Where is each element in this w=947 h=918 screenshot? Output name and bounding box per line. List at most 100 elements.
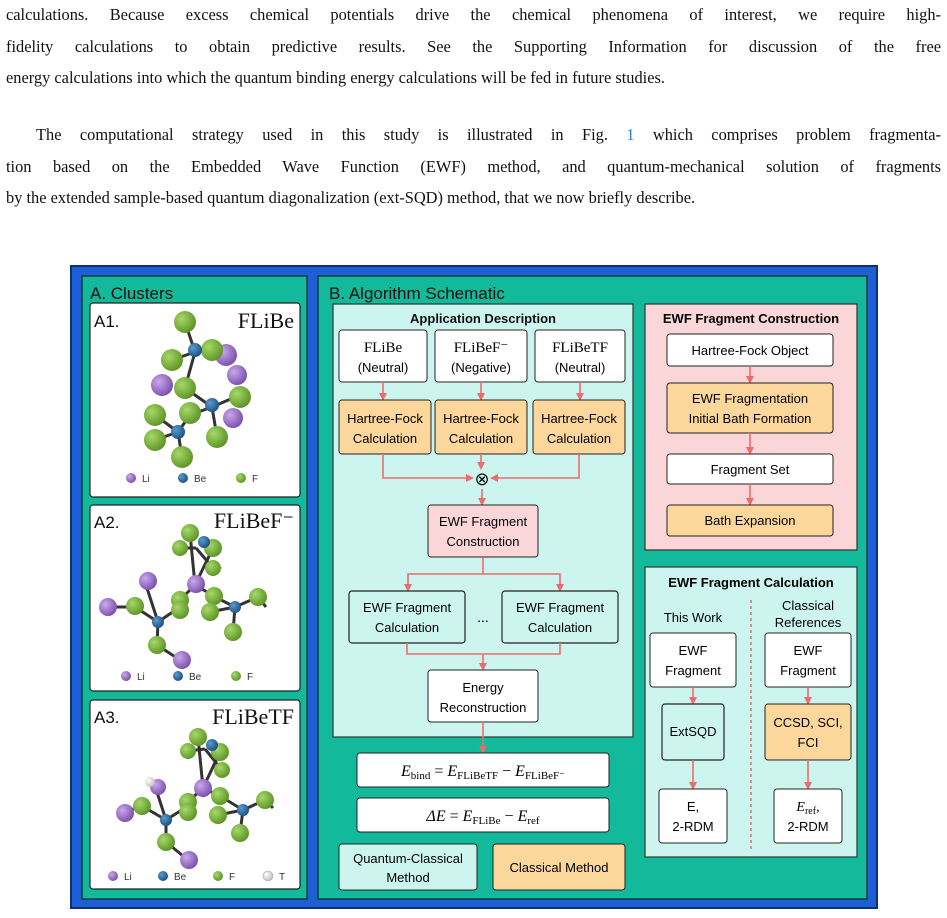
result-label: 2-RDM bbox=[787, 819, 828, 834]
ellipsis: ... bbox=[477, 609, 489, 625]
result-box-right bbox=[773, 788, 843, 844]
system-name: FLiBeTF bbox=[552, 340, 608, 356]
system-charge: (Neutral) bbox=[555, 360, 606, 375]
legend-li: Li bbox=[137, 672, 145, 683]
result-label: E, bbox=[687, 799, 699, 814]
legend-f: F bbox=[252, 474, 258, 485]
hf-label: Calculation bbox=[547, 431, 611, 446]
application-title: Application Description bbox=[410, 311, 556, 326]
cluster-a1-legend: Li Be F bbox=[126, 473, 258, 485]
legend-quantum-label: Method bbox=[386, 870, 429, 885]
system-name: FLiBe bbox=[364, 340, 403, 356]
hf-label: Hartree-Fock bbox=[541, 411, 617, 426]
bath-expansion-box bbox=[666, 504, 834, 537]
clusters-panel: A. Clusters A1. FLiBe bbox=[81, 275, 308, 900]
system-charge: (Neutral) bbox=[358, 360, 409, 375]
binding-energy-equation bbox=[356, 752, 610, 788]
paragraph-2-line: by the extended sample-based quantum dia… bbox=[6, 188, 696, 207]
ewf-calculation-box bbox=[501, 590, 619, 644]
fragment-label: Fragment bbox=[780, 663, 836, 678]
paragraph-1-line: fidelity calculations to obtain predicti… bbox=[6, 36, 941, 56]
ewf-calc-label: EWF Fragment bbox=[516, 600, 605, 615]
fragment-set-label: Fragment Set bbox=[711, 462, 790, 477]
cluster-a2-molecule bbox=[99, 524, 268, 669]
calculation-title: EWF Fragment Calculation bbox=[668, 575, 833, 590]
legend-classical-label: Classical Method bbox=[510, 860, 609, 875]
legend-quantum-label: Quantum-Classical bbox=[353, 851, 463, 866]
result-label: 2-RDM bbox=[672, 819, 713, 834]
legend-t: T bbox=[279, 872, 285, 883]
paragraph-2-line: tion based on the Embedded Wave Function… bbox=[6, 156, 941, 176]
ewf-construction-box bbox=[427, 504, 539, 558]
paragraph-1-line: energy calculations into which the quant… bbox=[6, 68, 665, 87]
paragraph-2-line: The computational strategy used in this … bbox=[36, 125, 941, 144]
cluster-a1-molecule bbox=[144, 311, 251, 468]
ewf-calc-label: Calculation bbox=[528, 620, 592, 635]
legend-classical bbox=[492, 843, 626, 891]
cluster-a2-card bbox=[89, 504, 301, 692]
legend-be: Be bbox=[189, 672, 202, 683]
paragraph-1: calculations. Because excess chemical po… bbox=[6, 0, 941, 94]
hartree-fock-box bbox=[338, 399, 432, 455]
ewf-construction-label: Construction bbox=[447, 534, 520, 549]
fragment-box-right bbox=[764, 632, 852, 688]
fragmentation-label: Initial Bath Formation bbox=[689, 411, 812, 426]
legend-f: F bbox=[247, 672, 253, 683]
clusters-title: A. Clusters bbox=[90, 284, 173, 303]
combine-symbol: ⊗ bbox=[474, 469, 489, 489]
hf-object-label: Hartree-Fock Object bbox=[691, 343, 808, 358]
classical-references-label: References bbox=[775, 615, 842, 630]
paragraph-1-line: calculations. Because excess chemical po… bbox=[6, 5, 941, 24]
classical-references-label: Classical bbox=[782, 598, 834, 613]
ewf-calc-label: EWF Fragment bbox=[363, 600, 452, 615]
legend-li: Li bbox=[124, 872, 132, 883]
algorithm-panel: B. Algorithm Schematic Application Descr… bbox=[317, 275, 868, 900]
equation-bind-text: Ebind = EFLiBeTF − EFLiBeF⁻ bbox=[400, 763, 565, 782]
paragraph-2: The computational strategy used in this … bbox=[6, 119, 941, 214]
cluster-a2-legend: Li Be F bbox=[121, 671, 253, 683]
cluster-a3-molecule bbox=[116, 728, 275, 869]
fragment-box-left bbox=[649, 632, 737, 688]
legend-f: F bbox=[229, 872, 235, 883]
algorithm-title: B. Algorithm Schematic bbox=[329, 284, 505, 303]
equation-delta-text: ΔE = EFLiBe − Eref bbox=[425, 808, 539, 827]
bath-expansion-label: Bath Expansion bbox=[704, 513, 795, 528]
cluster-a2-label: A2. bbox=[94, 513, 120, 532]
system-charge: (Negative) bbox=[451, 360, 511, 375]
cluster-a1-name: FLiBe bbox=[238, 308, 294, 333]
construction-title: EWF Fragment Construction bbox=[663, 311, 839, 326]
classical-methods-label: CCSD, SCI, bbox=[773, 715, 842, 730]
ewf-calc-label: Calculation bbox=[375, 620, 439, 635]
cluster-a1-label: A1. bbox=[94, 312, 120, 331]
hf-label: Hartree-Fock bbox=[443, 411, 519, 426]
legend-be: Be bbox=[194, 474, 207, 485]
hf-label: Hartree-Fock bbox=[347, 411, 423, 426]
energy-label: Energy bbox=[462, 680, 504, 695]
hf-label: Calculation bbox=[353, 431, 417, 446]
fragmentation-label: EWF Fragmentation bbox=[692, 391, 808, 406]
ewf-calculation-box bbox=[348, 590, 466, 644]
cluster-a3-name: FLiBeTF bbox=[212, 704, 294, 729]
cluster-a2-name: FLiBeF⁻ bbox=[214, 508, 294, 533]
energy-label: Reconstruction bbox=[440, 700, 527, 715]
extsqd-label: ExtSQD bbox=[670, 724, 717, 739]
system-name: FLiBeF⁻ bbox=[454, 340, 509, 356]
hf-label: Calculation bbox=[449, 431, 513, 446]
ewf-construction-label: EWF Fragment bbox=[439, 514, 528, 529]
result-ref-label: Eref, bbox=[795, 800, 819, 817]
cluster-a3-label: A3. bbox=[94, 708, 120, 727]
legend-be: Be bbox=[174, 872, 187, 883]
classical-methods-label: FCI bbox=[798, 735, 819, 750]
legend-quantum-classical bbox=[338, 843, 478, 891]
result-box-left bbox=[658, 788, 728, 844]
classical-methods-box bbox=[764, 703, 852, 761]
figure-reference-link[interactable]: 1 bbox=[626, 125, 635, 144]
legend-li: Li bbox=[142, 474, 150, 485]
fragment-label: EWF bbox=[794, 643, 823, 658]
this-work-label: This Work bbox=[664, 610, 723, 625]
delta-energy-equation bbox=[356, 797, 610, 833]
fragment-label: Fragment bbox=[665, 663, 721, 678]
cluster-a1-card bbox=[89, 302, 301, 498]
fragment-label: EWF bbox=[679, 643, 708, 658]
